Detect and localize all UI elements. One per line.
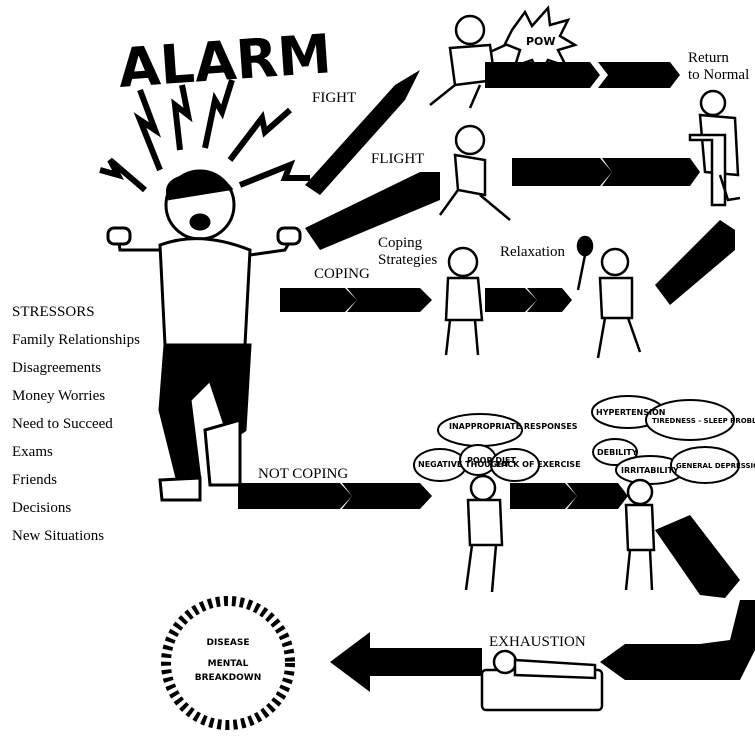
alarm-title: ALARM xyxy=(116,22,333,100)
stressors-list: STRESSORS Family Relationships Disagreem… xyxy=(12,298,140,550)
alarm-burst-icon xyxy=(99,79,310,193)
coping-label: COPING xyxy=(314,266,370,282)
coping-return-arrow xyxy=(655,220,735,305)
not-coping-arrow xyxy=(238,483,432,509)
not-coping-arrow-2 xyxy=(510,483,628,509)
disease-line2: MENTAL xyxy=(208,659,249,669)
flight-label: FLIGHT xyxy=(371,151,424,167)
stressor-item: New Situations xyxy=(12,528,105,544)
stressor-item: Decisions xyxy=(12,500,72,516)
return-to-normal-label: Return to Normal xyxy=(688,50,749,83)
coping-arrow xyxy=(280,288,432,312)
exhaustion-arrow xyxy=(330,632,482,692)
stressor-item: Money Worries xyxy=(12,388,106,404)
alarmed-person-figure xyxy=(106,169,302,502)
stressor-item: Exams xyxy=(12,444,53,460)
exhaustion-label: EXHAUSTION xyxy=(489,634,586,650)
pow-burst-icon: POW xyxy=(503,5,579,78)
thinking-person-figure xyxy=(444,246,484,356)
downward-arrow xyxy=(655,515,740,598)
relaxed-person-at-post-figure xyxy=(688,89,741,207)
stressor-item: Family Relationships xyxy=(12,332,140,348)
fight-return-arrow xyxy=(485,62,680,88)
flight-arrow-diagonal xyxy=(305,172,440,250)
symptom-thought-cluster xyxy=(591,395,740,485)
coping-strategies-label: Coping Strategies xyxy=(378,235,437,268)
tennis-player-figure xyxy=(576,235,642,359)
bubble-general-depression: GENERAL DEPRESSION xyxy=(676,462,755,470)
fighter-figure xyxy=(429,14,526,109)
disease-line1: DISEASE xyxy=(206,638,249,648)
depressed-person-figure xyxy=(624,478,656,591)
bubble-debility: DEBILITY xyxy=(597,448,638,457)
disease-line3: BREAKDOWN xyxy=(195,673,261,683)
bubble-hypertension: HYPERTENSION xyxy=(596,408,665,417)
bubble-tiredness: TIREDNESS - SLEEP PROBLEMS xyxy=(652,417,755,425)
not-coping-label: NOT COPING xyxy=(258,466,348,482)
fight-label: FIGHT xyxy=(312,90,356,106)
relaxation-label: Relaxation xyxy=(500,244,565,260)
exhausted-person-figure xyxy=(480,649,604,712)
bubble-negative-thought: NEGATIVE THOUGHT xyxy=(418,460,510,469)
fleeing-person-figure xyxy=(438,124,511,221)
relaxation-arrow xyxy=(485,288,572,312)
svg-text:POW: POW xyxy=(526,35,556,48)
bubble-inappropriate-responses: INAPPROPRIATE RESPONSES xyxy=(449,422,578,431)
not-coping-thought-cluster xyxy=(413,413,540,482)
bubble-lack-of-exercise: LACK OF EXERCISE xyxy=(496,460,581,469)
bubble-poor-diet: POOR DIET xyxy=(467,456,516,465)
bubble-irritability: IRRITABILITY xyxy=(621,466,679,475)
flight-return-arrow xyxy=(512,158,700,186)
curved-return-arrow xyxy=(600,600,755,680)
stressed-person-figure xyxy=(464,474,504,593)
stressor-item: Need to Succeed xyxy=(12,416,113,432)
stressor-item: Disagreements xyxy=(12,360,102,376)
fight-arrow-diagonal xyxy=(305,70,420,195)
disease-burst-icon: DISEASE MENTAL BREAKDOWN xyxy=(161,596,295,730)
stressors-heading: STRESSORS xyxy=(12,304,95,320)
stressor-item: Friends xyxy=(12,472,57,488)
